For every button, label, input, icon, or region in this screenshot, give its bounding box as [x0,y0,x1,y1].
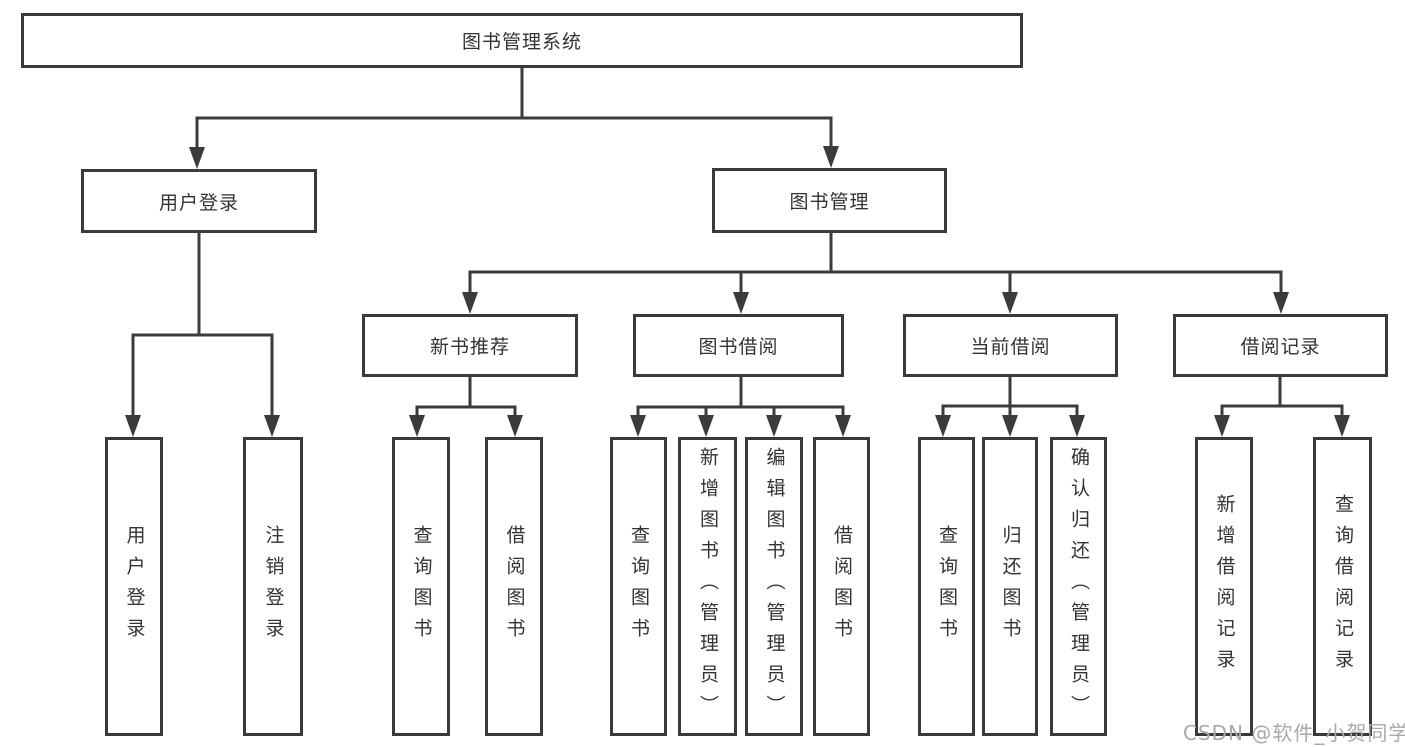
leaf-query-borrow-record-label: 查询借阅记录 [1332,493,1354,680]
leaf-rec-borrow-books-label: 借阅图书 [503,524,526,649]
node-book-mgmt: 图书管理 [712,168,947,233]
node-book-mgmt-label: 图书管理 [789,191,870,213]
node-root: 图书管理系统 [21,13,1023,68]
node-user-login-label: 用户登录 [158,191,239,214]
leaf-logout: 注销登录 [243,437,303,736]
node-root-label: 图书管理系统 [461,31,582,53]
node-new-book-rec: 新书推荐 [362,314,578,377]
edges-current-borrow [935,377,1085,437]
node-current-borrow-label: 当前借阅 [970,336,1051,358]
leaf-current-query-books-label: 查询图书 [936,524,958,649]
leaf-user-login-label: 用户登录 [123,524,146,649]
leaf-edit-books-admin-label: 编辑图书（管理员） [763,447,786,726]
leaf-logout-label: 注销登录 [262,524,285,649]
leaf-borrow-query-books-label: 查询图书 [628,524,650,649]
node-new-book-rec-label: 新书推荐 [429,336,510,358]
node-borrow-records: 借阅记录 [1173,314,1388,377]
leaf-add-books-admin: 新增图书（管理员） [678,437,737,736]
node-book-borrow: 图书借阅 [633,314,844,377]
leaf-confirm-return-admin-label: 确认归还（管理员） [1068,447,1090,726]
node-current-borrow: 当前借阅 [903,314,1118,377]
edges-user-login [125,233,280,437]
edges-borrow-records [1214,377,1350,437]
leaf-borrow-query-books: 查询图书 [610,437,667,736]
leaf-return-books: 归还图书 [982,437,1038,736]
leaf-return-books-label: 归还图书 [999,524,1022,649]
edges-book-borrow [630,377,851,437]
leaf-query-borrow-record: 查询借阅记录 [1313,437,1372,736]
leaf-add-borrow-record: 新增借阅记录 [1195,437,1253,736]
node-user-login: 用户登录 [81,169,317,233]
leaf-borrow-books-label: 借阅图书 [831,524,853,649]
csdn-watermark: CSDN @软件_小贺同学 [1183,721,1405,745]
leaf-edit-books-admin: 编辑图书（管理员） [745,437,803,736]
leaf-add-books-admin-label: 新增图书（管理员） [697,447,719,726]
leaf-rec-borrow-books: 借阅图书 [485,437,543,736]
leaf-rec-query-books: 查询图书 [392,437,450,736]
edges-new-book-rec [409,377,523,437]
node-borrow-records-label: 借阅记录 [1240,336,1321,358]
node-book-borrow-label: 图书借阅 [698,336,779,358]
edges-book-mgmt [462,233,1289,314]
leaf-user-login: 用户登录 [105,437,163,736]
leaf-current-query-books: 查询图书 [918,437,975,736]
leaf-confirm-return-admin: 确认归还（管理员） [1050,437,1107,736]
leaf-rec-query-books-label: 查询图书 [410,524,433,649]
edges-root [189,68,839,169]
leaf-borrow-books: 借阅图书 [813,437,870,736]
leaf-add-borrow-record-label: 新增借阅记录 [1213,493,1236,680]
